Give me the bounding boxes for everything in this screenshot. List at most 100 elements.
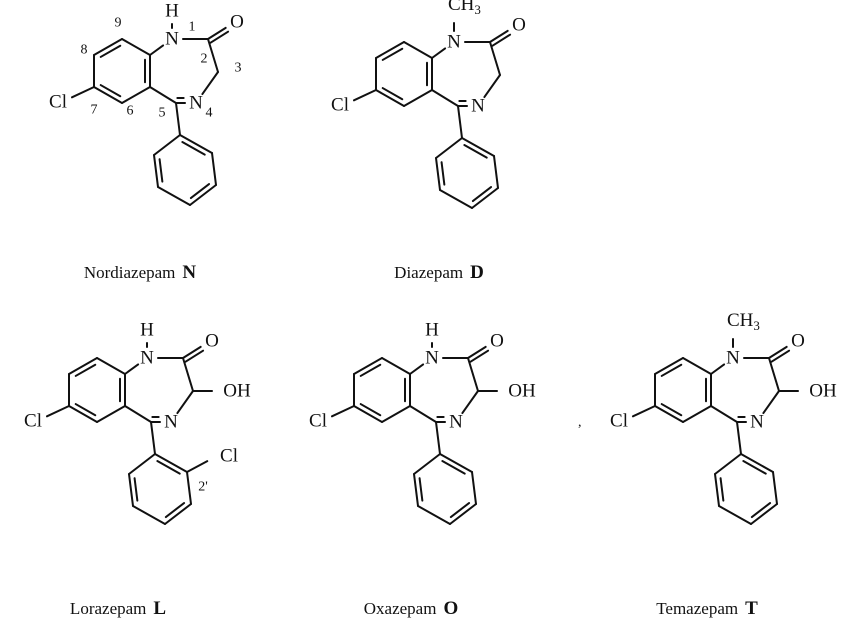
bond-c3-n4 [461,390,479,415]
double-bond-c9-c8 [99,44,122,58]
bond-p2-p3 [714,473,720,507]
double-bond-c2-o [184,349,205,363]
bond-c5-c5a [149,86,177,104]
bond-c5-p1 [435,421,441,455]
ring-position-1: 1 [189,20,196,35]
bond-p3-p4 [157,186,191,206]
bond-c6-c5a [381,405,411,423]
bond-c2-o [467,345,487,359]
ring-position-9: 9 [115,16,122,31]
bond-p5-p6 [493,155,499,189]
bond-p2-p3 [435,157,441,191]
double-bond-c7-c6 [99,84,122,98]
ring-position-3: 3 [235,61,242,76]
ring-position-8: 8 [81,43,88,58]
bond-c9a-c9 [403,41,433,59]
bond-c5-c5a [710,405,738,423]
atom-n1-label: N [447,32,461,53]
bond-c7-c6 [353,405,383,423]
bond-c2-c3 [207,38,219,73]
double-bond-p2-p3 [158,158,164,183]
bond-p5-p6 [471,471,477,505]
atom-n4-label: N [189,93,203,114]
bond-c3-n4 [762,390,780,415]
bond-c9-c8 [68,357,98,375]
bond-p4-p5 [164,503,192,525]
caption-name: Lorazepam [69,599,147,618]
bond-c9a-c9 [682,357,712,375]
bond-p1-p2 [435,137,463,159]
double-bond-p6-p1 [441,460,466,475]
double-bond-p4-p5 [164,502,186,519]
bond-c7-cl [70,86,95,99]
atom-cl-label: Cl [49,92,67,113]
atom-carbonyl-o-label: O [791,331,805,352]
caption-code: T [745,598,758,619]
bond-p3-p4 [439,189,473,209]
bond-p1-p2 [413,453,441,475]
bond-c2-o [489,29,509,43]
bond-c5-p1 [736,421,742,455]
bond-c7-c6 [375,89,405,107]
bond-c9-c8 [375,41,405,59]
bond-p1-p2 [128,453,156,475]
caption-name: Diazepam [394,263,464,282]
double-bond-c2-o [209,30,230,44]
atom-nh-label: H [165,1,179,22]
bond-c2-c3 [489,41,501,76]
double-bond-c9-c8 [74,363,97,377]
bond-p3-p4 [417,505,451,525]
bond-c6-c5a [682,405,712,423]
double-bond-c9-c8 [381,47,404,61]
bond-c6-c5a [403,89,433,107]
atom-carbonyl-o-label: O [205,331,219,352]
atom-cl-label: Cl [24,411,42,432]
bond-c5-p1 [175,102,181,136]
ring-position-7: 7 [91,103,98,118]
atom-carbonyl-o-label: O [512,15,526,36]
bond-p4-p5 [449,503,477,525]
ring-position-2-prime: 2' [198,480,208,495]
bond-c9a-n1 [124,363,140,375]
double-bond-p6-p1 [742,460,767,475]
bond-c5-c5a [124,405,152,423]
atom-oh-label: OH [223,381,251,402]
bond-p1-p2 [714,453,742,475]
double-bond-p6-p1 [181,141,206,156]
double-bond-c2-o [770,349,791,363]
bond-p4-p5 [750,503,778,525]
bond-c6-c5a [121,86,151,104]
atom-n4-label: N [471,96,485,117]
ring-position-2: 2 [201,52,208,67]
atom-n1-label: N [425,348,439,369]
bond-p2-p3 [153,154,159,188]
bond-p6-p1 [740,453,774,473]
atom-cl-label: Cl [331,95,349,116]
bond-p3-p4 [718,505,752,525]
bond-c7-c6 [654,405,684,423]
methyl-label: CH3 [727,310,760,333]
bond-c9a-n1 [149,44,165,56]
bond-c7-cl [631,405,656,418]
atom-n1-label: N [726,348,740,369]
double-bond-c7-c6 [359,403,382,417]
bond-c9-c8 [654,357,684,375]
atom-n4-label: N [750,412,764,433]
double-bond-c7-c6 [74,403,97,417]
bond-c6-c5a [96,405,126,423]
atom-carbonyl-o-label: O [490,331,504,352]
atom-nh-label: H [425,320,439,341]
caption-code: D [470,262,484,283]
bond-p3-p4 [132,505,166,525]
bond-p6-p1 [154,453,188,473]
double-bond-p6-p1 [156,460,181,475]
